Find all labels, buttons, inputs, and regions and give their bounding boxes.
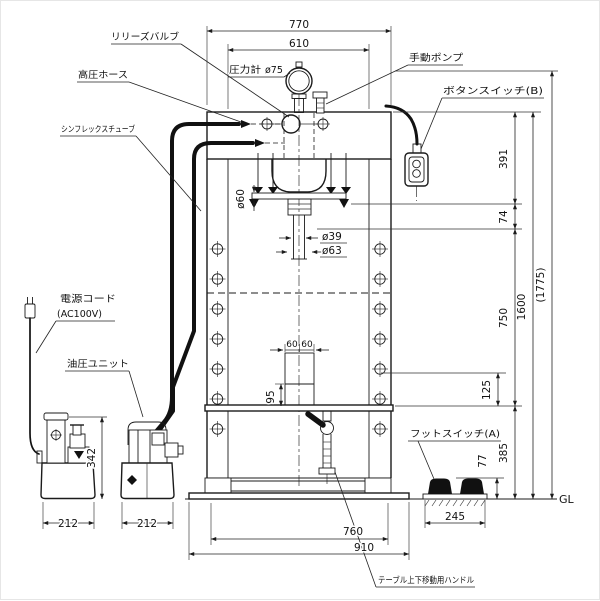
dim-342: 342 [86,448,98,468]
label-power-cord-voltage: (AC100V) [57,309,102,320]
press-frame [206,95,392,489]
label-hydraulic-unit: 油圧ユニット [67,358,129,370]
label-manual-pump: 手動ポンプ [409,52,464,64]
dim-95: 95 [265,390,277,403]
hydraulic-unit-side-view [36,412,96,500]
press-table [204,404,394,412]
dim-1775: (1775) [535,268,547,303]
label-button-switch-b: ボタンスイッチ(B) [443,86,543,97]
label-high-pressure-hose: 高圧ホース [78,69,128,81]
manual-pump [312,91,328,114]
dimension-texts: 770 610 391 74 750 125 1600 (1775) 385 7… [56,18,548,556]
foot-switch [422,478,488,507]
label-ground-level: GL [559,493,575,506]
dim-60-right: 60 [301,340,313,350]
dim-dia39: ø39 [322,231,342,243]
hose-high-pressure [137,122,241,454]
dim-750: 750 [498,308,510,328]
dim-760: 760 [343,526,363,538]
dim-212-front: 212 [137,518,157,530]
hose-synflex-tube [147,141,255,445]
label-pressure-gauge-dia: ø75 [265,65,283,76]
label-table-handle: テーブル上下移動用ハンドル [378,575,474,585]
dim-dia63: ø63 [322,245,342,257]
label-release-valve: リリーズバルブ [111,31,180,43]
dimension-lines [42,28,555,557]
dim-391: 391 [498,149,510,169]
pressure-gauge [285,61,313,113]
crank-handle [305,410,336,484]
dim-245: 245 [445,511,465,523]
dim-dia60: ø60 [235,189,247,209]
dim-1600: 1600 [516,294,528,321]
ram [287,198,312,260]
component-labels: リリーズバルブ 高圧ホース シンフレックスチューブ 圧力計 ø75 手動ポンプ … [56,30,576,587]
dim-770: 770 [289,19,309,31]
dim-125: 125 [481,380,493,400]
dim-74: 74 [498,210,510,224]
hydraulic-cylinder [249,153,351,208]
button-switch-pendant [384,104,429,201]
press-base [188,477,410,500]
label-synflex-tube: シンフレックスチューブ [61,124,136,134]
dim-610: 610 [289,38,309,50]
hydraulic-unit-front-view [120,421,184,500]
hose-entry-arrows [241,120,285,147]
pedestal-block [284,352,315,407]
dim-60-left: 60 [286,340,298,350]
dim-77: 77 [477,454,489,467]
leader-lines [35,43,544,588]
dim-212-side: 212 [58,518,78,530]
label-power-cord: 電源コード [60,294,116,305]
label-foot-switch-a: フットスイッチ(A) [410,429,500,440]
label-pressure-gauge: 圧力計 [229,64,262,76]
dim-385: 385 [498,443,510,463]
power-cord [24,297,40,455]
dim-910: 910 [354,542,374,554]
